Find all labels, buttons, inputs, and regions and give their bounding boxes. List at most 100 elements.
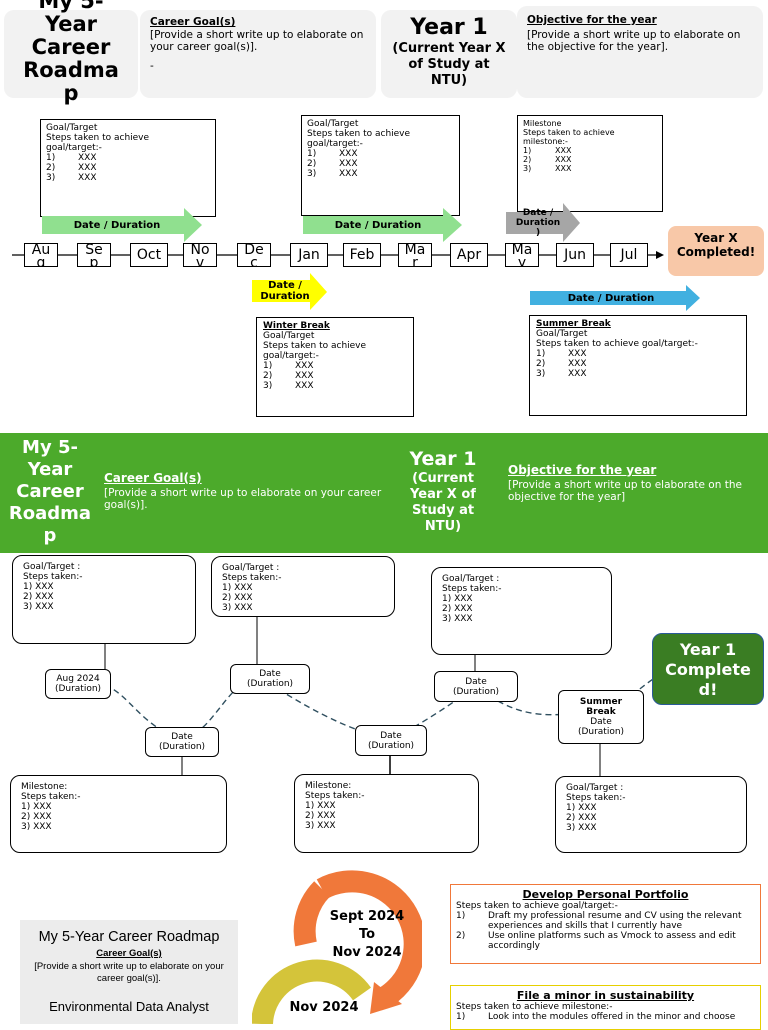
item-val: XXX — [78, 173, 97, 183]
s2-objective-heading: Objective for the year — [508, 463, 657, 477]
timeline-arrowhead — [656, 251, 664, 259]
s2-completed-badge: Year 1 Complete d! — [652, 633, 764, 705]
item-text: Draft my professional resume and CV usin… — [488, 911, 742, 931]
s3-circles — [252, 870, 422, 1024]
item-num: 2) — [46, 163, 56, 173]
item-num: 3) — [263, 381, 273, 391]
s2-title: My 5- Year Career Roadma p — [8, 437, 92, 546]
month-mar: Ma r — [398, 243, 432, 267]
winter-item: 1)XXX — [263, 361, 407, 371]
s3-portfolio-box: Develop Personal Portfolio Steps taken t… — [450, 884, 761, 964]
item-num: 1) — [536, 349, 546, 359]
item-num: 3) — [523, 164, 532, 173]
orange-arc-left — [293, 881, 331, 947]
item-num: 3) — [46, 173, 56, 183]
s2-bottom-box-2: Milestone: Steps taken:- 1) XXX 2) XXX 3… — [294, 774, 479, 853]
item-num: 1) — [456, 911, 466, 921]
item-num: 2) — [523, 155, 532, 164]
s2-pill-aug: Aug 2024 (Duration) — [45, 669, 111, 699]
item-text: Look into the modules offered in the min… — [488, 1012, 736, 1022]
arrow-label-blue: Date / Duration — [567, 292, 655, 304]
s1-goal-box-1: Goal/Target Steps taken to achieve goal/… — [40, 119, 216, 217]
s1-summer-box: Summer Break Goal/Target Steps taken to … — [529, 315, 747, 416]
item-num: 2) — [307, 159, 317, 169]
item-num: 1) — [523, 146, 532, 155]
s1-title-box — [4, 10, 138, 98]
item-num: 1) — [263, 361, 273, 371]
summer-steps: Steps taken to achieve goal/target:- — [536, 339, 698, 349]
s1-milestone-box: Milestone Steps taken to achieve milesto… — [517, 115, 663, 212]
s1-objective-heading: Objective for the year — [527, 14, 657, 26]
portfolio-steps: Steps taken to achieve goal/target:- — [456, 901, 618, 911]
item-val: XXX — [339, 169, 358, 179]
s2-year-title: Year 1 — [409, 448, 477, 470]
month-may: Ma y — [505, 243, 539, 267]
s2-top-box-2: Goal/Target : Steps taken:- 1) XXX 2) XX… — [211, 556, 395, 617]
s2-pill-date-4: Date (Duration) — [434, 671, 518, 702]
s2-bottom-box-1: Milestone: Steps taken:- 1) XXX 2) XXX 3… — [10, 775, 227, 853]
goal-steps: Steps taken to achieve goal/target:- — [46, 133, 150, 153]
s3-career-goal-heading: Career Goal(s) — [96, 948, 162, 959]
item-val: XXX — [555, 146, 572, 155]
s3-title: My 5-Year Career Roadmap — [38, 929, 220, 945]
month-sep: Se p — [77, 243, 111, 267]
arrow-label-3: Date / Duration ) — [515, 208, 561, 238]
yellow-arc — [252, 959, 371, 1024]
summer-item: 3)XXX — [536, 369, 740, 379]
s2-pill-date-2: Date (Duration) — [230, 664, 310, 694]
orange-arc — [316, 870, 422, 1009]
s1-year-title: Year 1 — [410, 15, 488, 40]
month-oct: Oct — [130, 243, 168, 267]
green-arrow-1 — [42, 208, 202, 242]
winter-item: 2) XXX — [263, 371, 407, 381]
arrow-label-1: Date / Duration — [73, 219, 161, 231]
s2-career-goal-heading: Career Goal(s) — [104, 471, 202, 485]
s3-circle-2-text: Nov 2024 — [289, 1000, 359, 1015]
item-val: XXX — [555, 155, 572, 164]
s1-career-goal-dash: - — [150, 60, 154, 72]
item-val: XXX — [295, 371, 314, 381]
month-nov: No v — [183, 243, 217, 267]
portfolio-item: 2) Use online platforms such as Vmock to … — [456, 931, 755, 951]
s2-year-sub: (Current Year X of Study at NTU) — [410, 471, 476, 534]
month-jun: Jun — [556, 243, 594, 267]
summer-pill-sub: Date (Duration) — [577, 717, 625, 737]
item-num: 2) — [456, 931, 466, 941]
item-num: 3) — [307, 169, 317, 179]
milestone-item: 1) XXX — [523, 146, 657, 155]
s3-circle-1-text: Sept 2024 To Nov 2024 — [329, 909, 405, 960]
s3-career-goal-text: [Provide a short write up to elaborate o… — [34, 961, 224, 984]
s2-pill-date-3: Date (Duration) — [355, 725, 427, 756]
summer-item: 1)XXX — [536, 349, 740, 359]
item-text: Use online platforms such as Vmock to as… — [488, 931, 736, 951]
orange-arrowhead — [370, 982, 402, 1014]
item-num: 2) — [536, 359, 546, 369]
item-num: 2) — [263, 371, 273, 381]
winter-heading: Winter Break — [263, 321, 330, 331]
winter-item: 3)XXX — [263, 381, 407, 391]
s1-completed-badge: Year X Completed! — [668, 226, 764, 276]
portfolio-item: 1) Draft my professional resume and CV us… — [456, 911, 755, 931]
s3-minor-box: File a minor in sustainability Steps tak… — [450, 985, 761, 1030]
s1-goal-box-2: Goal/Target Steps taken to achieve goal/… — [301, 115, 460, 216]
goal-item: 3) XXX — [307, 169, 454, 179]
gray-arrow — [506, 203, 580, 242]
item-num: 1) — [456, 1012, 466, 1022]
s2-top-box-1: Goal/Target : Steps taken:- 1) XXX 2) XX… — [12, 555, 196, 644]
month-apr: Apr — [450, 243, 488, 267]
s3-role: Environmental Data Analyst — [49, 999, 209, 1014]
s2-header-band — [0, 433, 768, 553]
portfolio-heading: Develop Personal Portfolio — [522, 888, 689, 901]
s1-objective-text: [Provide a short write up to elaborate o… — [527, 29, 741, 53]
minor-steps: Steps taken to achieve milestone:- — [456, 1002, 613, 1012]
s1-career-goal-heading: Career Goal(s) — [150, 16, 236, 28]
item-val: XXX — [568, 359, 587, 369]
winter-steps: Steps taken to achieve goal/target:- — [263, 341, 367, 361]
summer-pill-title: Summer Break — [579, 697, 623, 717]
goal-title: Goal/Target — [307, 119, 359, 129]
s1-career-goal-text: [Provide a short write up to elaborate o… — [150, 29, 364, 53]
minor-item: 1) Look into the modules offered in the m… — [456, 1012, 755, 1022]
item-num: 1) — [46, 153, 56, 163]
summer-heading: Summer Break — [536, 319, 611, 329]
item-val: XXX — [339, 149, 358, 159]
